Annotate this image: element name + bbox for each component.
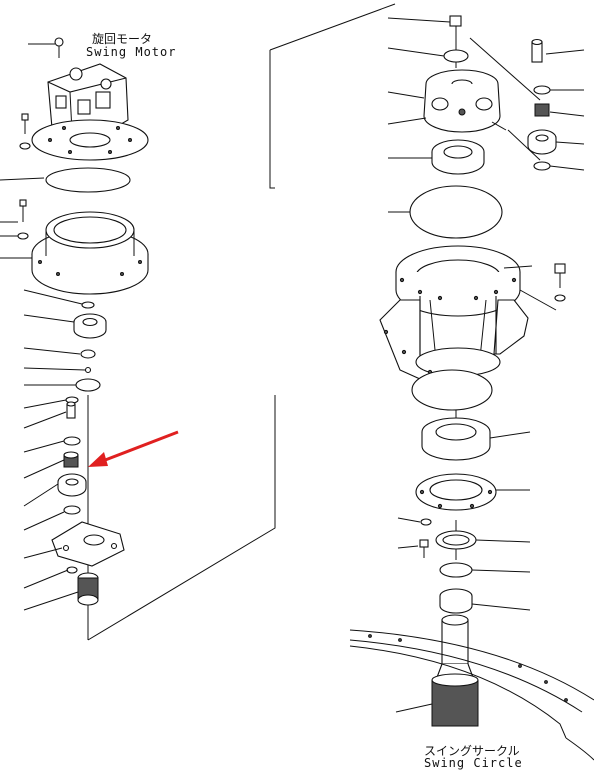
o-ring-left [45,167,131,193]
thrust-washer-left [63,505,81,515]
ring-left-bottom [66,566,78,574]
carrier-plate-left [51,521,125,567]
swing-circle-label-en: Swing Circle [424,756,523,770]
swing-circle [349,629,594,761]
swing-circle-label-jp: スイングサークル [424,744,520,758]
washer-right-2 [533,161,551,171]
needle-bearing-left [63,451,79,468]
ring-gear-housing [31,211,149,295]
highlight-arrow [88,430,179,467]
bolt-left-upper [19,113,31,150]
small-ring-1 [81,301,95,309]
bolt-top-right [387,15,462,42]
ring-right-small [439,562,473,578]
motor-plug [28,37,64,58]
carrier-right [387,69,501,133]
plate-top-right [443,49,469,63]
housing-right [379,245,533,389]
planet-gear-left [57,473,87,497]
swing-motor-label-en: Swing Motor [86,45,177,59]
bolt-left-lower [17,199,29,240]
oil-seal-right [435,530,531,550]
bolt-right-cover [397,517,432,558]
cover-right [415,473,530,511]
spacer-left [80,349,96,359]
leader-lines-left [0,177,86,611]
o-ring-right-lower [411,369,493,411]
gear-right [527,129,585,155]
washer-left-2 [63,436,81,446]
bearing-right-lower [421,417,531,461]
pin-right [491,121,507,131]
pin-right-top [531,38,585,63]
pin-left [66,401,76,419]
sun-gear-left [77,572,99,606]
ball-left [84,366,92,374]
o-ring-right [409,185,503,239]
bearing-right-bottom [439,588,531,614]
pinion-shaft [395,614,479,727]
bearing-right-upper [388,139,485,175]
washer-right-1 [533,85,551,95]
needle-right [534,103,585,117]
bearing-left [73,313,107,339]
swing-motor [31,63,149,161]
thrust-plate-left [75,378,101,392]
swing-motor-label-jp: 旋回モータ [92,32,153,46]
bolt-right-housing [554,263,566,302]
